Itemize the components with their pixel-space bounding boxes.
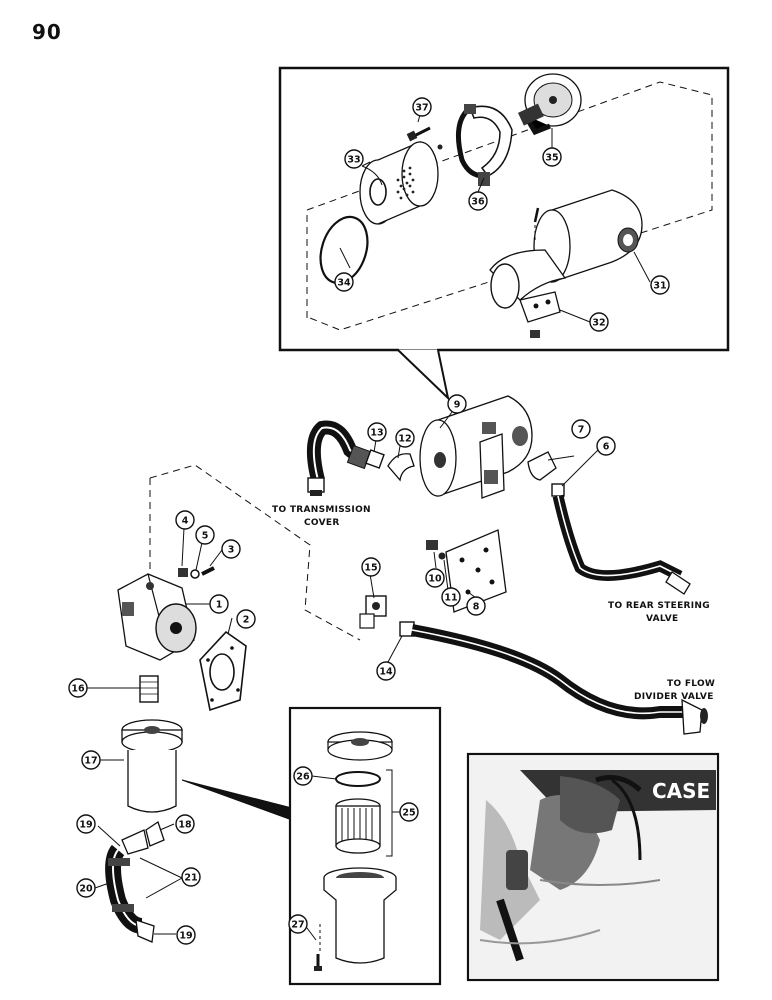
svg-text:13: 13 [370,428,383,439]
callout-9: 9 [447,394,467,414]
callout-3: 3 [221,539,241,559]
svg-text:18: 18 [178,820,192,831]
filter-element [359,141,439,225]
svg-text:15: 15 [364,563,377,574]
svg-text:32: 32 [592,318,605,329]
page-number: 90 [32,20,62,44]
filter-exploded-inset [278,66,730,401]
svg-text:7: 7 [578,425,585,436]
filter-head [517,73,582,136]
callout-17: 17 [81,750,101,770]
installation-photo-inset: CASE [466,752,720,982]
svg-text:1: 1 [216,600,223,611]
note-to-transmission-1: TO TRANSMISSION [272,505,371,515]
bolt-10 [426,540,438,550]
callout-14: 14 [376,661,396,681]
callout-32: 32 [589,312,609,332]
callout-13: 13 [367,422,387,442]
callout-16: 16 [68,678,88,698]
svg-text:2: 2 [243,615,250,626]
screw [406,126,443,150]
callout-4: 4 [175,510,195,530]
svg-text:10: 10 [428,574,442,585]
svg-text:21: 21 [184,873,197,884]
svg-text:31: 31 [653,281,666,292]
callout-10: 10 [425,568,445,588]
svg-text:26: 26 [296,772,310,783]
svg-text:33: 33 [347,155,360,166]
clamp [455,104,513,186]
callout-19-top: 19 [76,814,96,834]
callout-31: 31 [650,275,670,295]
svg-text:6: 6 [603,442,610,453]
svg-text:35: 35 [545,153,558,164]
inlet-filter-canister [121,719,183,813]
inlet-filter-inset [288,706,442,986]
svg-text:19: 19 [79,820,92,831]
washer-11 [438,552,446,560]
svg-text:17: 17 [84,756,97,767]
callout-19-bottom: 19 [176,925,196,945]
svg-text:12: 12 [398,434,411,445]
pump-gasket [199,630,247,712]
note-to-rear-steering-2: VALVE [646,614,678,624]
note-to-flow-divider-2: DIVIDER VALVE [634,692,714,702]
callout-6: 6 [596,436,616,456]
callout-7: 7 [571,419,591,439]
svg-text:11: 11 [444,593,457,604]
svg-text:20: 20 [79,884,93,895]
callout-36: 36 [468,191,488,211]
callout-2: 2 [236,609,256,629]
svg-text:16: 16 [71,684,85,695]
svg-text:19: 19 [179,931,192,942]
hose-to-transmission [306,420,385,496]
svg-text:8: 8 [473,602,480,613]
svg-text:9: 9 [454,400,461,411]
svg-text:37: 37 [415,103,428,114]
note-to-flow-divider-1: TO FLOW [667,679,715,689]
hose-to-rear-steering [551,483,691,595]
filter-mount-assembly [419,395,533,499]
svg-text:25: 25 [402,808,415,819]
callout-12: 12 [395,428,415,448]
callout-1: 1 [209,594,229,614]
svg-text:36: 36 [471,197,485,208]
callout-35: 35 [542,147,562,167]
callout-11: 11 [441,587,461,607]
callout-5: 5 [195,525,215,545]
callout-33: 33 [344,149,364,169]
svg-text:14: 14 [379,667,393,678]
suction-line [105,820,165,943]
callout-25: 25 [399,802,419,822]
inset-brand-text: CASE [652,779,710,803]
nut-4 [178,568,188,577]
pipe-nipple [139,675,159,703]
tee-fitting [359,595,387,629]
callout-15: 15 [361,557,381,577]
svg-text:34: 34 [337,278,351,289]
filter-bracket [489,249,567,338]
callout-27: 27 [288,914,308,934]
callout-21: 21 [181,867,201,887]
callout-8: 8 [466,596,486,616]
callout-37: 37 [412,97,432,117]
callout-26: 26 [293,766,313,786]
elbow-12 [387,453,415,482]
washer-5 [190,569,200,579]
elbow-7 [527,451,557,481]
callout-18: 18 [175,814,195,834]
svg-text:3: 3 [228,545,235,556]
o-ring [319,215,369,285]
callout-34: 34 [334,272,354,292]
hose-to-flow-divider [399,621,708,735]
svg-text:27: 27 [291,920,304,931]
note-to-transmission-2: COVER [304,518,340,528]
hydraulic-pump [117,573,197,661]
callout-20: 20 [76,878,96,898]
bolt-3 [201,566,215,576]
note-to-rear-steering-1: TO REAR STEERING [608,601,710,611]
svg-text:5: 5 [202,531,209,542]
svg-text:4: 4 [182,516,189,527]
